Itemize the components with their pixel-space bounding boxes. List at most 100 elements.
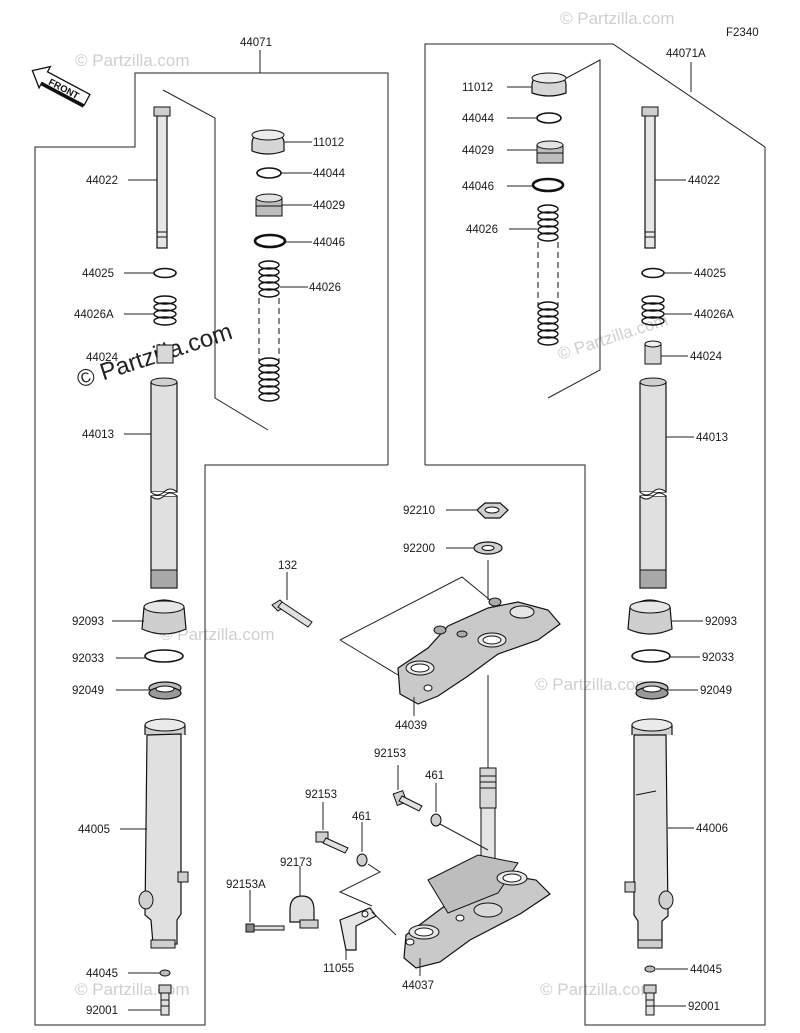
washer-44045-right-icon xyxy=(644,965,656,973)
nut-92210-icon xyxy=(476,502,509,519)
dust-seal-92093-icon xyxy=(141,599,187,635)
spring-44026-left xyxy=(258,260,280,402)
label-461-upper: 461 xyxy=(425,770,444,782)
watermark: © Partzilla.com xyxy=(75,51,190,70)
label-44044-right: 44044 xyxy=(462,113,495,125)
oil-seal-92049-right-icon xyxy=(635,681,669,700)
oring-44046-right-icon xyxy=(531,177,565,193)
bracket-11055-icon xyxy=(339,907,377,951)
collar-44024-right-icon xyxy=(644,340,662,365)
label-92033-left: 92033 xyxy=(72,653,104,665)
outer-tube-44006 xyxy=(624,718,674,949)
label-92049-right: 92049 xyxy=(700,685,732,697)
damper-rod-44022 xyxy=(153,106,171,249)
bushing-44029-icon xyxy=(255,193,283,217)
label-44022-left: 44022 xyxy=(86,175,118,187)
washer-92200-icon xyxy=(473,541,503,555)
label-44025-right: 44025 xyxy=(694,268,726,280)
label-44022-right: 44022 xyxy=(688,175,720,187)
inner-tube-44013-right xyxy=(639,377,667,589)
bolt-132-icon xyxy=(271,599,313,628)
spring-44026-right xyxy=(537,204,559,346)
label-92153-upper: 92153 xyxy=(374,748,406,760)
left-fork: 44022 44025 44026A 44024 44013 92093 920… xyxy=(72,89,346,1017)
label-44046-right: 44046 xyxy=(462,181,494,193)
ring-44044-right-icon xyxy=(536,112,562,124)
label-92093-left: 92093 xyxy=(72,616,104,628)
label-44026-left: 44026 xyxy=(309,282,341,294)
watermark: © Partzilla.com xyxy=(75,980,190,999)
watermark: © Partzilla.com xyxy=(535,675,650,694)
label-92001-left: 92001 xyxy=(86,1005,118,1017)
label-44044-left: 44044 xyxy=(313,168,346,180)
bolt-92153-upper-icon xyxy=(392,790,423,812)
label-92173: 92173 xyxy=(280,857,312,869)
label-92153A: 92153A xyxy=(226,879,266,891)
label-11012-left: 11012 xyxy=(313,137,344,149)
steering-stem-44037 xyxy=(403,675,551,969)
label-44026A-right: 44026A xyxy=(694,309,734,321)
washer-44045-icon xyxy=(159,969,171,977)
damper-rod-44022-right xyxy=(641,106,659,249)
cap-11012-icon xyxy=(251,129,285,155)
label-44024-left: 44024 xyxy=(86,352,119,364)
label-44024-right: 44024 xyxy=(690,351,723,363)
label-44039: 44039 xyxy=(395,720,427,732)
oil-seal-92049-icon xyxy=(148,681,182,700)
assembly-outlines: 44071 44071A xyxy=(34,37,766,1026)
ring-44044-icon xyxy=(256,167,282,179)
label-44013-right: 44013 xyxy=(696,432,728,444)
label-92001-right: 92001 xyxy=(688,1001,720,1013)
label-92093-right: 92093 xyxy=(705,616,737,628)
dust-seal-92093-right-icon xyxy=(627,599,673,635)
bolt-92001-icon xyxy=(158,984,172,1016)
oring-44046-icon xyxy=(253,233,287,249)
clip-44025-right-icon xyxy=(641,267,665,279)
label-461-lower: 461 xyxy=(352,811,371,823)
bolt-92001-right-icon xyxy=(643,984,657,1016)
label-92210: 92210 xyxy=(403,505,435,517)
spring-44026A-icon xyxy=(153,295,177,326)
front-arrow-icon: FRONT xyxy=(31,65,91,108)
clip-44025-icon xyxy=(153,267,177,279)
outer-tube-44005 xyxy=(138,718,189,949)
label-44045-right: 44045 xyxy=(690,964,722,976)
ring-92033-icon xyxy=(144,649,184,663)
label-92200: 92200 xyxy=(403,543,435,555)
label-44029-left: 44029 xyxy=(313,200,345,212)
assembly-label-right: 44071A xyxy=(666,48,706,60)
watermark: © Partzilla.com xyxy=(160,625,275,644)
label-44013-left: 44013 xyxy=(82,429,114,441)
label-44006: 44006 xyxy=(696,823,728,835)
label-44005: 44005 xyxy=(78,824,110,836)
clamp-92173-icon xyxy=(289,895,319,929)
label-92033-right: 92033 xyxy=(702,652,734,664)
bushing-44029-right-icon xyxy=(536,140,564,164)
label-44029-right: 44029 xyxy=(462,145,494,157)
label-92049-left: 92049 xyxy=(72,685,104,697)
bolt-92153-lower-icon xyxy=(315,831,349,854)
upper-bracket-44039 xyxy=(397,597,561,705)
right-fork: 11012 44044 44029 44046 44026 44022 4402… xyxy=(462,59,737,1016)
ring-92033-right-icon xyxy=(631,649,671,663)
washer-461-lower-icon xyxy=(356,853,368,867)
screw-92153A-icon xyxy=(245,923,285,933)
label-11055: 11055 xyxy=(323,963,354,975)
watermark: © Partzilla.com xyxy=(560,9,675,28)
label-44045-left: 44045 xyxy=(86,968,118,980)
label-44026-right: 44026 xyxy=(466,224,498,236)
label-44046-left: 44046 xyxy=(313,237,345,249)
assembly-label-left: 44071 xyxy=(240,37,272,49)
watermark: © Partzilla.com xyxy=(540,980,655,999)
diagram-code: F2340 xyxy=(726,27,759,39)
label-44026A-left: 44026A xyxy=(74,309,114,321)
label-44025-left: 44025 xyxy=(82,268,114,280)
label-44037: 44037 xyxy=(402,980,434,992)
label-92153-lower: 92153 xyxy=(305,789,337,801)
label-132: 132 xyxy=(278,560,297,572)
cap-11012-right-icon xyxy=(531,72,567,97)
label-11012-right: 11012 xyxy=(462,82,493,94)
washer-461-upper-icon xyxy=(430,813,442,827)
center-assembly: 92210 92200 132 xyxy=(226,502,561,992)
